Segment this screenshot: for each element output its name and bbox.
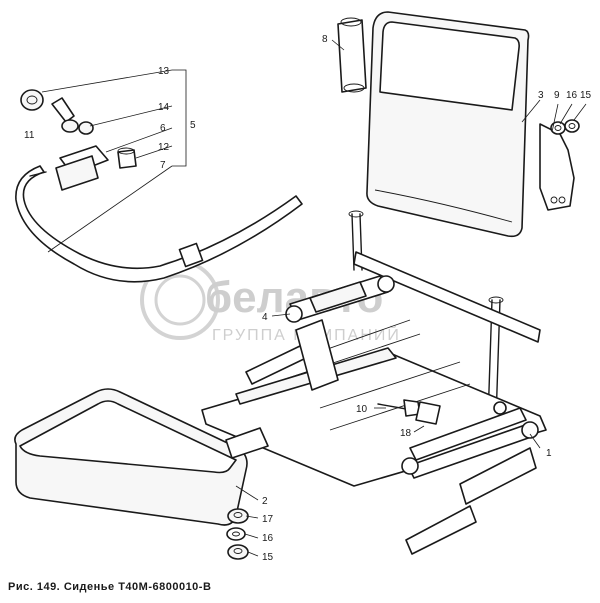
callout-1: 1 <box>546 448 552 459</box>
callout-5: 5 <box>190 120 196 131</box>
callout-16: 16 <box>262 533 274 544</box>
belt-spacer-12 <box>117 147 137 169</box>
watermark-logo-inner-icon <box>154 274 206 326</box>
figure-label: Рис. 149. <box>8 581 61 593</box>
washer-16 <box>226 527 246 541</box>
adjuster-bolt-10 <box>377 399 441 425</box>
callout-10: 10 <box>356 404 368 415</box>
callout-13: 13 <box>158 66 170 77</box>
figure-caption: Рис. 149. Сиденье Т40М-6800010-В <box>8 581 211 593</box>
leader-lines <box>41 39 587 557</box>
backrest-cushion <box>366 11 530 238</box>
callout-18: 18 <box>400 428 412 439</box>
callout-2: 2 <box>262 496 268 507</box>
seat-cushion <box>14 388 248 526</box>
washer-top-15 <box>564 119 580 133</box>
callout-9: 9 <box>554 90 560 101</box>
callout-8: 8 <box>322 34 328 45</box>
seat-belt-strap <box>15 165 303 283</box>
callout-7: 7 <box>160 160 166 171</box>
callout-16-top: 16 <box>566 90 578 101</box>
callout-numbers: 13 14 5 6 12 7 11 8 3 9 16 15 4 10 18 1 … <box>24 34 592 563</box>
belt-washer-13 <box>20 89 44 111</box>
callout-15: 15 <box>262 552 274 563</box>
callout-4: 4 <box>262 312 268 323</box>
suspension-frame <box>201 210 547 555</box>
shock-absorber <box>285 275 395 323</box>
callout-12: 12 <box>158 142 170 153</box>
washer-17 <box>227 508 249 524</box>
belt-buckle-6 <box>55 145 109 191</box>
watermark: белавто ГРУППА КОМПАНИЙ <box>140 260 399 344</box>
callout-14: 14 <box>158 102 170 113</box>
side-bracket <box>539 123 575 211</box>
backrest-bracket <box>337 17 367 93</box>
callout-3: 3 <box>538 90 544 101</box>
callout-6: 6 <box>160 123 166 134</box>
figure-title: Сиденье Т40М-6800010-В <box>63 581 212 593</box>
callout-11: 11 <box>24 130 35 141</box>
callout-17: 17 <box>262 514 274 525</box>
belt-nut-14 <box>78 121 94 135</box>
callout-15-top: 15 <box>580 90 592 101</box>
belt-bolt-11 <box>51 97 79 133</box>
washer-15 <box>227 544 249 560</box>
